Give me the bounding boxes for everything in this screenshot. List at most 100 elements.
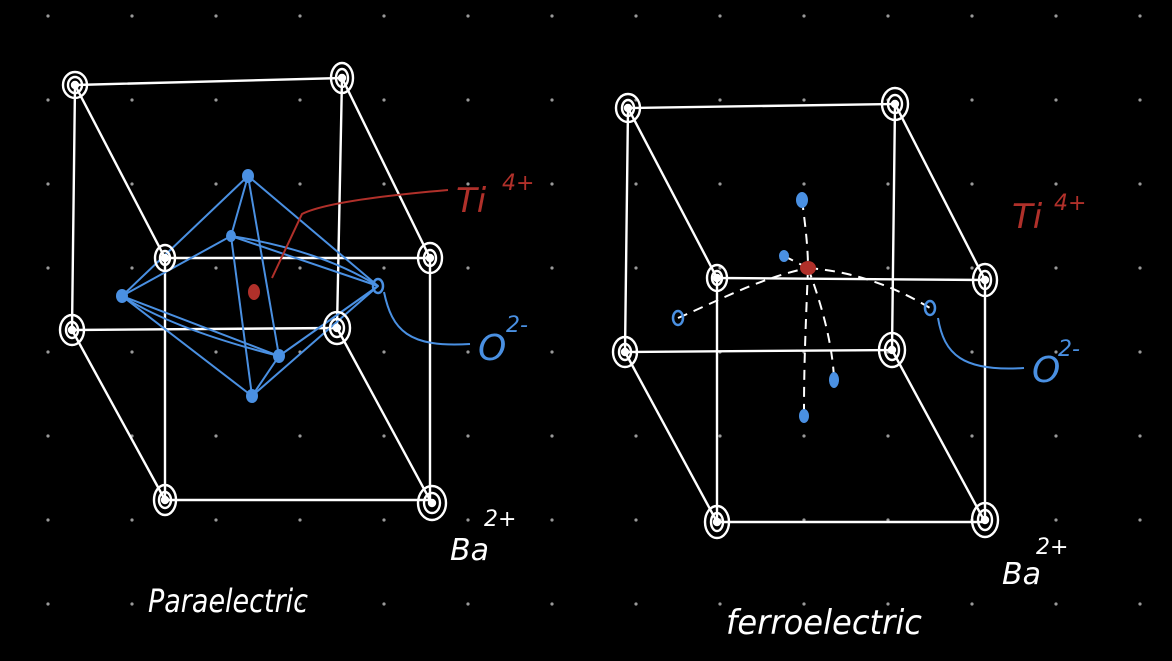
grid-dot: [802, 14, 806, 18]
para-ba-atoms: [58, 61, 448, 522]
grid-dot: [466, 14, 470, 18]
o-atom: [116, 289, 128, 303]
ferro-ba-charge: 2+: [1036, 535, 1068, 560]
ba-atom: [614, 92, 642, 124]
grid-dot: [550, 14, 554, 18]
grid-dot: [970, 602, 974, 606]
ferro-caption: ferroelectric: [726, 603, 922, 643]
grid-dot: [718, 182, 722, 186]
grid-dot: [214, 350, 218, 354]
o-atom: [273, 349, 285, 363]
grid-dot: [886, 14, 890, 18]
grid-dot: [1138, 182, 1142, 186]
o-atom: [242, 169, 254, 183]
ferro-ba-label: Ba: [1002, 557, 1041, 592]
ba-atom: [322, 310, 352, 346]
ferro-ti-charge: 4+: [1054, 191, 1086, 216]
grid-dot: [298, 434, 302, 438]
o-atom: [671, 309, 685, 327]
grid-dot: [550, 182, 554, 186]
grid-dot: [634, 602, 638, 606]
para-octahedron: [121, 175, 379, 397]
grid-dot: [970, 98, 974, 102]
grid-dot: [802, 98, 806, 102]
grid-dot: [466, 350, 470, 354]
ferro-o-label: O: [1032, 350, 1060, 391]
grid-dot: [634, 434, 638, 438]
grid-dot: [550, 434, 554, 438]
ferro-o-atoms: [671, 192, 937, 423]
grid-dot: [382, 602, 386, 606]
grid-dot: [298, 14, 302, 18]
grid-dot: [46, 182, 50, 186]
ferro-back-face: [626, 102, 987, 282]
ba-atom: [970, 501, 1000, 539]
grid-dot: [466, 98, 470, 102]
grid-dot: [46, 350, 50, 354]
grid-dot: [634, 182, 638, 186]
para-ti-pointer: [271, 189, 449, 279]
grid-dot: [886, 434, 890, 438]
grid-dot: [1054, 14, 1058, 18]
grid-dot: [550, 98, 554, 102]
grid-dot: [46, 518, 50, 522]
ferro-o-pointer: [937, 317, 1025, 370]
grid-dot: [970, 182, 974, 186]
grid-dot: [46, 98, 50, 102]
para-edge: [70, 83, 77, 332]
grid-dot: [718, 434, 722, 438]
grid-dot: [130, 602, 134, 606]
grid-dot: [550, 266, 554, 270]
grid-dot: [634, 14, 638, 18]
ferro-ti-atom: [800, 261, 816, 275]
para-ba-charge: 2+: [484, 507, 516, 532]
grid-dot: [1138, 14, 1142, 18]
ba-atom: [153, 243, 177, 273]
ba-atom: [329, 61, 355, 95]
grid-dot: [382, 518, 386, 522]
grid-dot: [130, 266, 134, 270]
grid-dot: [718, 602, 722, 606]
ba-atom: [971, 262, 999, 298]
grid-dot: [298, 266, 302, 270]
grid-dot: [214, 518, 218, 522]
o-atom: [923, 299, 937, 317]
ba-atom: [58, 313, 86, 347]
grid-dot: [802, 602, 806, 606]
grid-dot: [214, 98, 218, 102]
para-caption: Paraelectric: [148, 582, 308, 620]
ferro-ba-atoms: [611, 86, 1000, 540]
para-o-pointer: [383, 291, 471, 346]
ba-atom: [416, 241, 444, 275]
grid-dot: [298, 182, 302, 186]
grid-dot: [1054, 434, 1058, 438]
grid-dot: [382, 350, 386, 354]
grid-dot: [886, 182, 890, 186]
ba-atom: [611, 335, 639, 369]
grid-dot: [550, 350, 554, 354]
grid-dot: [130, 518, 134, 522]
para-o-label: O: [478, 328, 506, 369]
ferro-o-charge: 2-: [1058, 337, 1080, 362]
o-atom: [829, 372, 839, 388]
grid-dot: [214, 434, 218, 438]
o-atom: [246, 389, 258, 403]
grid-dot: [298, 518, 302, 522]
grid-dot: [1138, 602, 1142, 606]
grid-dot: [550, 518, 554, 522]
grid-dot: [634, 266, 638, 270]
grid-dot: [1054, 182, 1058, 186]
grid-dot: [970, 266, 974, 270]
grid-dot: [382, 14, 386, 18]
ba-atom: [61, 70, 89, 100]
para-ti-label: Ti: [456, 181, 487, 221]
grid-dot: [46, 434, 50, 438]
para-front-face: [69, 326, 433, 502]
grid-dot: [1138, 98, 1142, 102]
para-back-face: [73, 76, 432, 260]
grid-dot: [298, 98, 302, 102]
grid-dot: [382, 266, 386, 270]
grid-dot: [466, 266, 470, 270]
grid-dot: [634, 518, 638, 522]
grid-dot: [214, 266, 218, 270]
